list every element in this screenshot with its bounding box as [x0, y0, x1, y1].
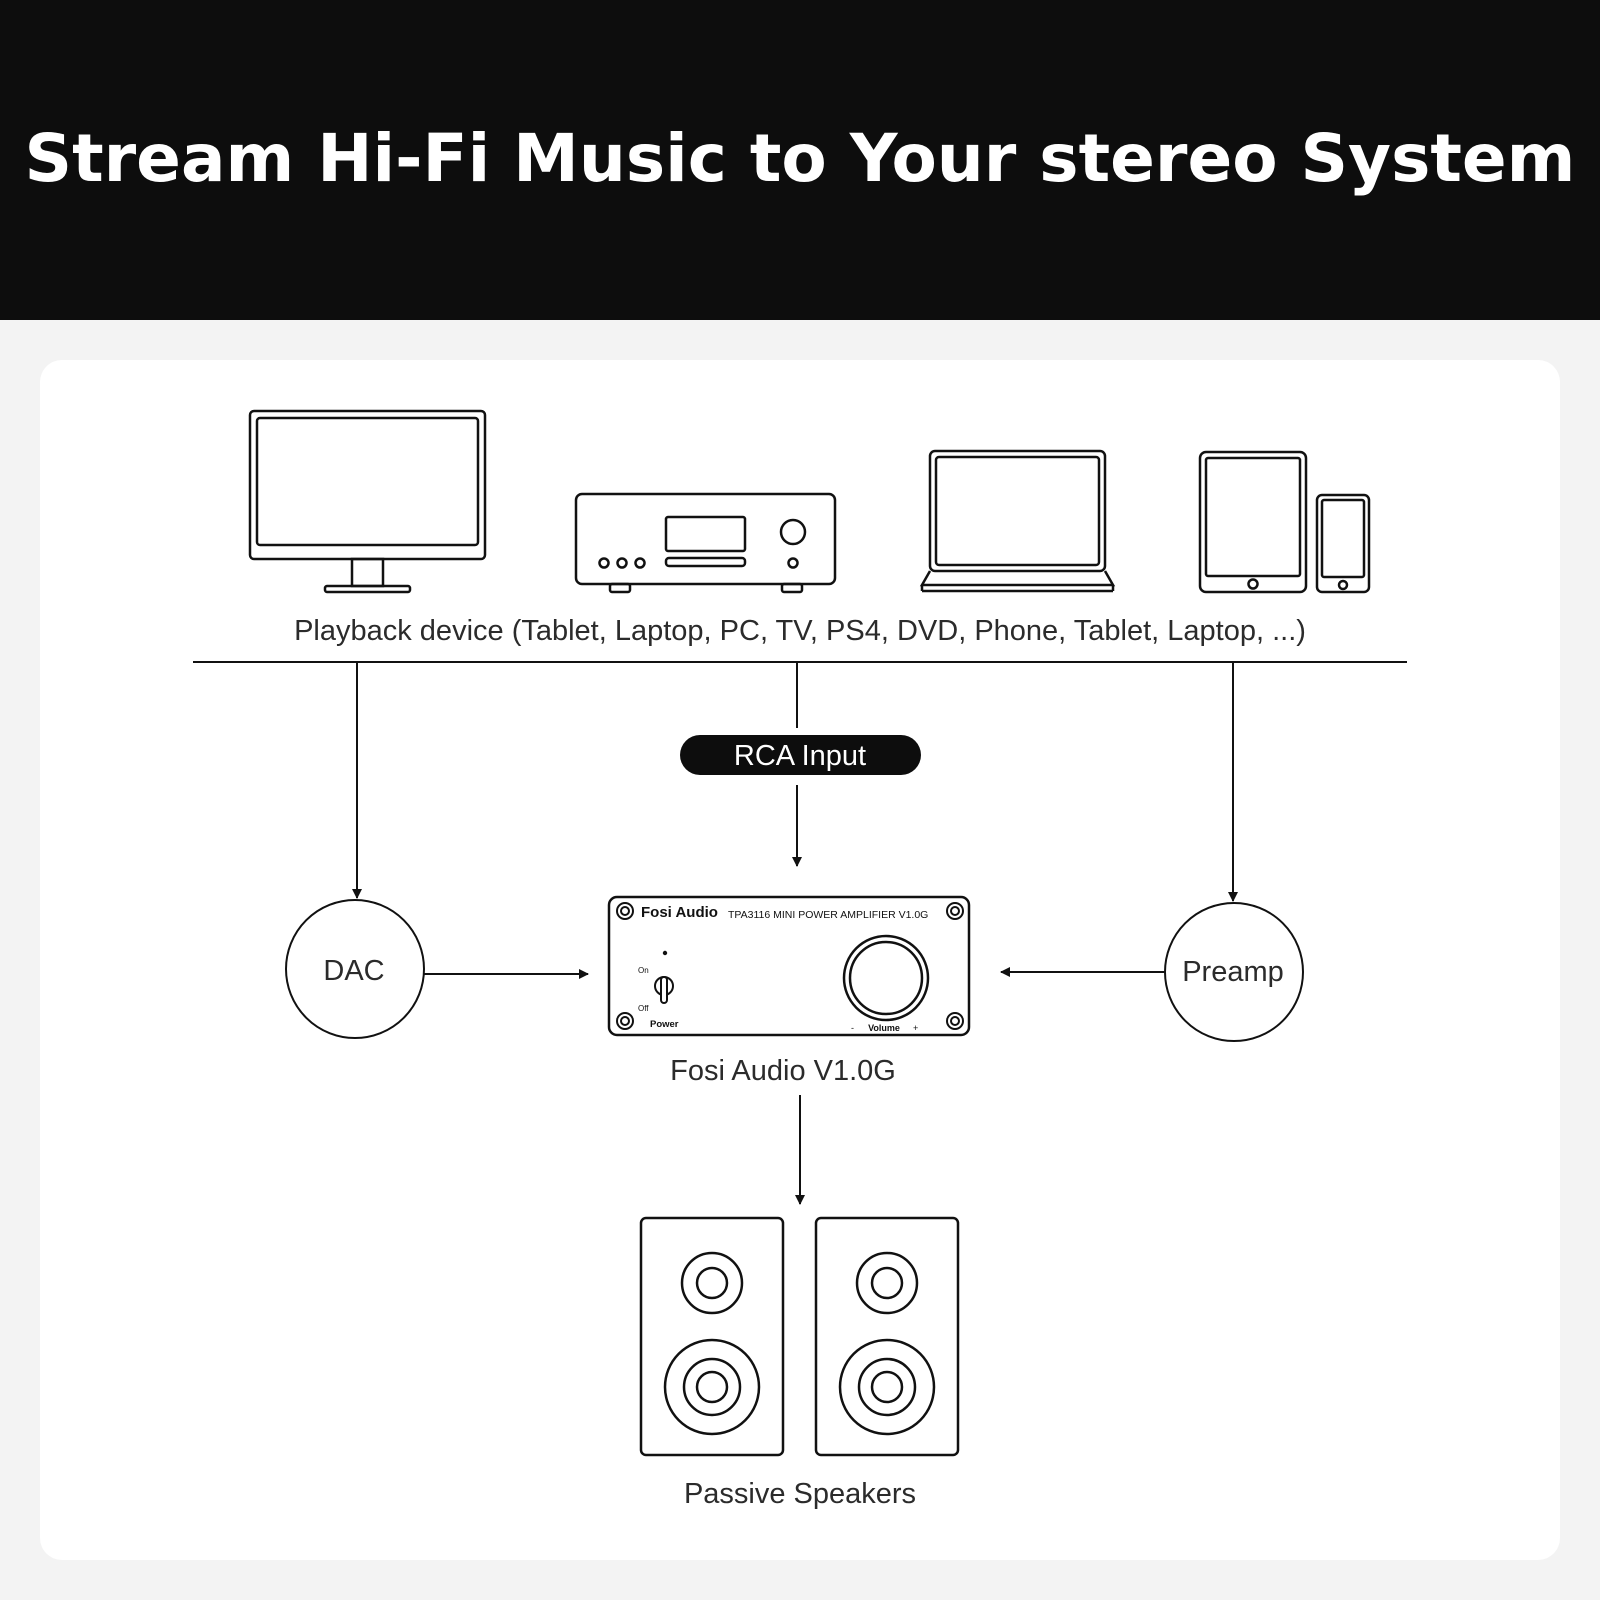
screw-icon [616, 902, 964, 1030]
dac-node: DAC [285, 899, 425, 1039]
amplifier-device: Fosi Audio TPA3116 MINI POWER AMPLIFIER … [607, 895, 971, 1037]
amp-volume-label: Volume [868, 1023, 900, 1033]
amp-off-label: Off [638, 1004, 649, 1013]
playback-device-label: Playback device (Tablet, Laptop, PC, TV,… [294, 615, 1306, 647]
laptop-icon [919, 449, 1116, 593]
rca-input-label: RCA Input [734, 740, 866, 772]
amp-volume-plus-label: + [913, 1023, 918, 1033]
amp-volume-minus-label: - [851, 1023, 854, 1033]
amp-on-label: On [638, 966, 649, 975]
amp-power-label: Power [650, 1019, 679, 1030]
preamp-node: Preamp [1164, 902, 1304, 1042]
page-title: Stream Hi-Fi Music to Your stereo System [24, 120, 1576, 197]
header-banner: Stream Hi-Fi Music to Your stereo System [0, 0, 1600, 320]
dac-label: DAC [323, 955, 384, 987]
tablet-phone-icon [1198, 450, 1371, 594]
amplifier-caption: Fosi Audio V1.0G [670, 1055, 896, 1087]
speaker-right-icon [814, 1216, 960, 1457]
monitor-icon [248, 409, 487, 594]
amp-model-label: TPA3116 MINI POWER AMPLIFIER V1.0G [728, 909, 928, 921]
dvd-player-icon [574, 492, 837, 594]
power-led-icon [662, 950, 668, 956]
preamp-label: Preamp [1182, 956, 1284, 988]
rca-input-badge: RCA Input [680, 735, 921, 775]
toggle-switch-icon [654, 976, 674, 1004]
volume-knob-icon [842, 934, 930, 1022]
speaker-left-icon [639, 1216, 785, 1457]
amp-brand-label: Fosi Audio [641, 904, 718, 921]
speakers-label: Passive Speakers [684, 1478, 916, 1510]
